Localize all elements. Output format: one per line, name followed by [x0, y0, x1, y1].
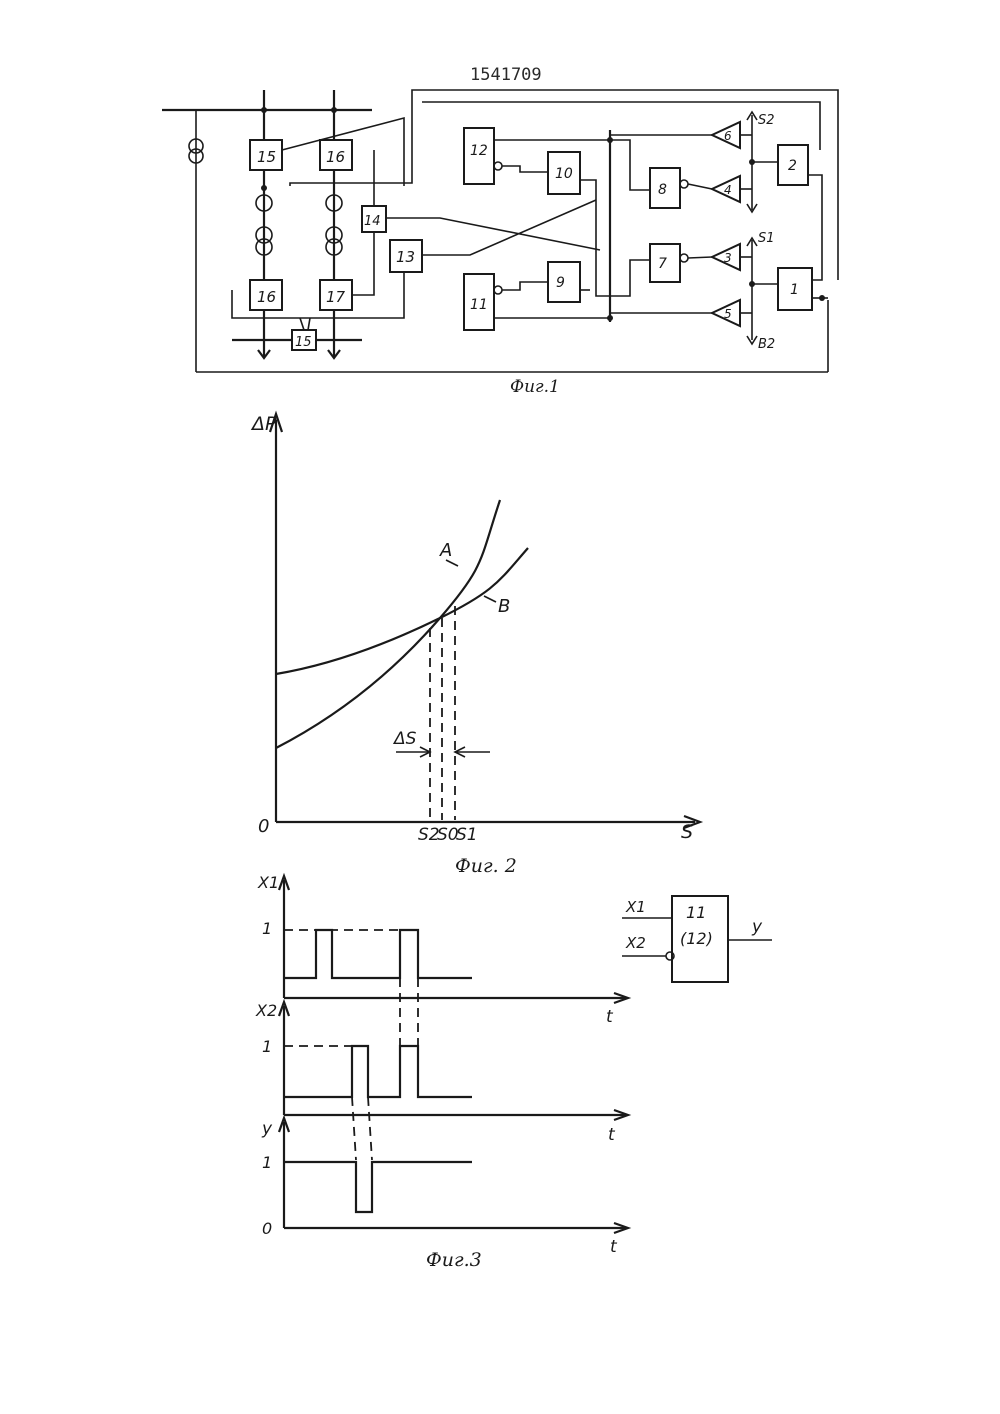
delta-s-label: ΔS: [392, 729, 417, 749]
x1-level-one: 1: [262, 919, 272, 938]
svg-text:2: 2: [788, 158, 797, 174]
curve-b-label: B: [498, 596, 510, 617]
x1-label: X1: [257, 873, 279, 892]
x2-label: X2: [255, 1001, 277, 1020]
y-axis-label: ΔP: [250, 413, 277, 435]
fig3-caption: Фиг.3: [426, 1249, 482, 1271]
patent-number: 1541709: [470, 65, 542, 85]
svg-text:10: 10: [555, 166, 573, 182]
curve-b: [276, 548, 528, 674]
svg-text:5: 5: [724, 307, 732, 321]
y-level-zero: 0: [262, 1219, 272, 1238]
svg-text:12: 12: [470, 143, 488, 159]
svg-text:17: 17: [326, 288, 346, 306]
svg-text:8: 8: [658, 182, 667, 198]
svg-text:16: 16: [257, 288, 276, 306]
y-level-one: 1: [262, 1153, 272, 1172]
svg-text:15: 15: [295, 335, 312, 350]
gate-out-label: y: [751, 917, 763, 937]
fig2-caption: Фиг. 2: [455, 855, 517, 877]
svg-text:14: 14: [364, 214, 381, 229]
t-label-3: t: [610, 1237, 618, 1257]
svg-text:11: 11: [470, 297, 488, 313]
x1-signal: [284, 930, 472, 978]
gate-in1-label: X1: [625, 898, 646, 916]
curve-a-label: A: [439, 540, 452, 561]
svg-text:S2: S2: [758, 113, 775, 128]
fig1-caption: Фиг.1: [510, 377, 560, 397]
gate-title: 11: [686, 903, 706, 922]
svg-text:13: 13: [396, 248, 415, 266]
svg-text:4: 4: [724, 183, 732, 197]
svg-text:6: 6: [724, 129, 732, 143]
tick-s1: S1: [456, 825, 478, 845]
fig1-circuit: 15 16 16 17 15 14 13: [162, 90, 838, 397]
svg-text:S1: S1: [758, 231, 775, 246]
y-signal: [284, 1162, 472, 1212]
svg-text:3: 3: [724, 251, 732, 265]
svg-text:15: 15: [257, 148, 276, 166]
fig2-chart: ΔP S 0 A B ΔS S2 S0 S1 Фиг. 2: [250, 413, 700, 877]
x-axis-label: S: [681, 821, 693, 843]
svg-text:7: 7: [658, 256, 667, 272]
x2-signal: [284, 1046, 472, 1097]
gate-subtitle: (12): [680, 929, 713, 948]
x2-level-one: 1: [262, 1037, 272, 1056]
svg-text:1: 1: [790, 282, 799, 298]
curve-a: [276, 500, 500, 748]
fig3-timing: X1 t 1 X2 t 1 y t 1 0 11 (12): [255, 873, 772, 1271]
svg-text:B2: B2: [758, 337, 775, 352]
origin-label: 0: [258, 816, 269, 837]
svg-text:9: 9: [556, 275, 565, 291]
gate-in2-label: X2: [625, 934, 646, 952]
svg-text:16: 16: [326, 148, 345, 166]
t-label-2: t: [608, 1125, 616, 1145]
t-label-1: t: [606, 1007, 614, 1027]
y-label-fig3: y: [261, 1119, 273, 1139]
